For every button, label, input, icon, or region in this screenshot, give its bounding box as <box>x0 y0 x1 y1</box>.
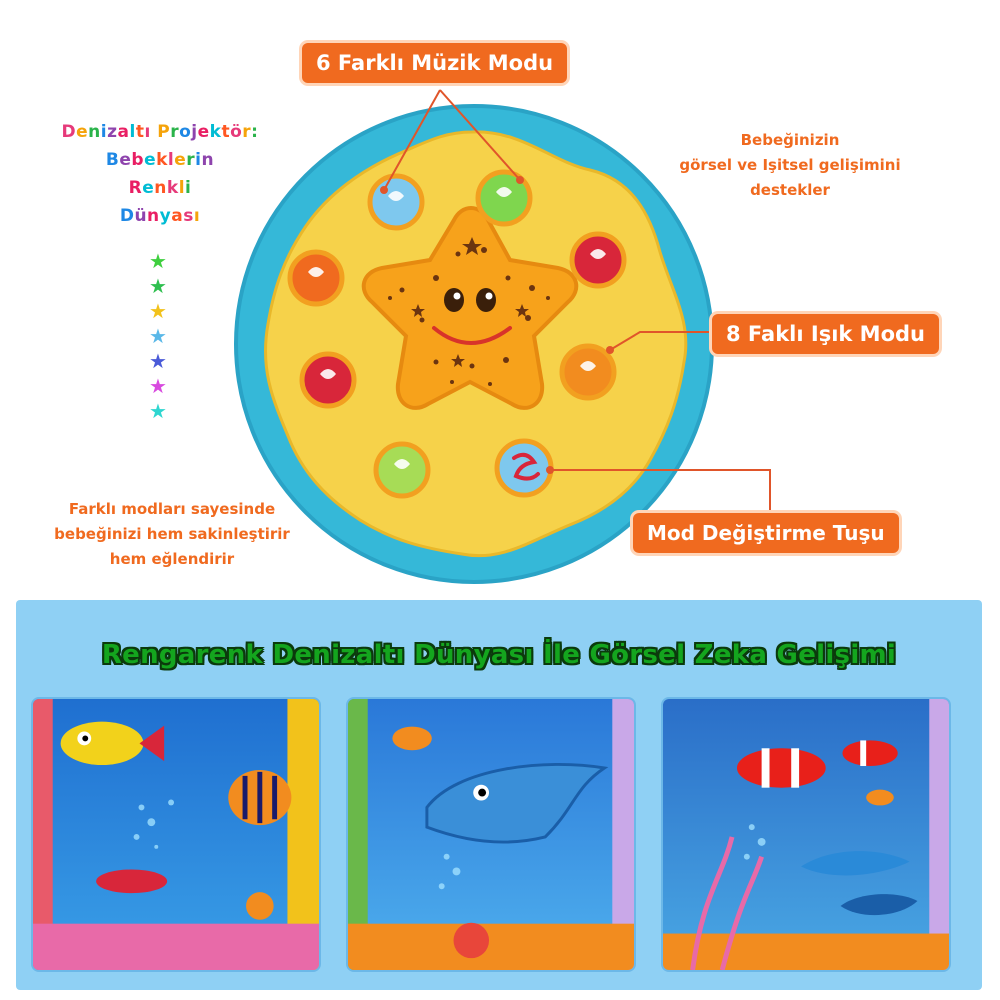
fish-icon <box>60 721 144 766</box>
music-button-6[interactable] <box>299 351 357 409</box>
scene-panel-fish <box>31 697 321 972</box>
star-pattern <box>388 237 550 386</box>
title-line-4: Dünyası <box>119 206 201 226</box>
underwater-banner: Rengarenk Denizaltı Dünyası İle Görsel Z… <box>16 600 982 990</box>
modes-text-line-2: bebeğinizi hem sakinleştirir <box>54 525 290 543</box>
banner-title: Rengarenk Denizaltı Dünyası İle Görsel Z… <box>101 640 897 670</box>
octopus-icon <box>453 922 490 959</box>
star-icon: ★ <box>149 301 167 323</box>
mode-switch-button[interactable] <box>494 438 554 498</box>
music-button-1[interactable] <box>367 173 425 231</box>
title-line-3: Renkli <box>128 178 192 198</box>
development-text: Bebeğinizin görsel ve Işitsel gelişimini… <box>640 128 940 203</box>
product-feature-area: Denizaltı Projektör: Bebeklerin Renkli D… <box>22 43 940 584</box>
music-modes-callout: 6 Farklı Müzik Modu <box>302 43 568 83</box>
star-icon: ★ <box>149 376 167 398</box>
music-button-5[interactable] <box>559 343 617 401</box>
projector-device-illustration <box>234 104 714 584</box>
light-modes-callout: 8 Faklı Işık Modu <box>712 314 939 354</box>
mode-switch-callout: Mod Değiştirme Tuşu <box>633 513 899 553</box>
modes-text-line-1: Farklı modları sayesinde <box>68 500 276 518</box>
music-button-4[interactable] <box>287 249 345 307</box>
star-icon: ★ <box>149 326 167 348</box>
development-text-line-2: görsel ve Işitsel gelişimini <box>679 156 901 174</box>
mode-buttons <box>287 169 627 499</box>
clownfish-icon <box>736 748 826 788</box>
development-text-line-1: Bebeğinizin <box>740 131 840 149</box>
music-button-2[interactable] <box>475 169 533 227</box>
shrimp-icon <box>96 869 168 894</box>
scene-panel-dolphin <box>346 697 636 972</box>
star-icon: ★ <box>149 251 167 273</box>
music-button-3[interactable] <box>569 231 627 289</box>
modes-text-line-3: hem eğlendirir <box>109 550 235 568</box>
product-title: Denizaltı Projektör: Bebeklerin Renkli D… <box>40 118 280 230</box>
star-icon: ★ <box>149 401 167 423</box>
dolphin-icon <box>425 763 609 844</box>
decorative-stars: ★ ★ ★ ★ ★ ★ ★ <box>143 250 173 425</box>
star-icon: ★ <box>149 351 167 373</box>
title-line-1: Denizaltı Projektör: <box>61 122 259 142</box>
scene-panel-clownfish <box>661 697 951 972</box>
title-line-2: Bebeklerin <box>105 150 215 170</box>
development-text-line-3: destekler <box>750 181 830 199</box>
music-button-7[interactable] <box>373 441 431 499</box>
modes-text: Farklı modları sayesinde bebeğinizi hem … <box>22 497 322 572</box>
star-icon: ★ <box>149 276 167 298</box>
small-fish-icon <box>392 726 432 751</box>
